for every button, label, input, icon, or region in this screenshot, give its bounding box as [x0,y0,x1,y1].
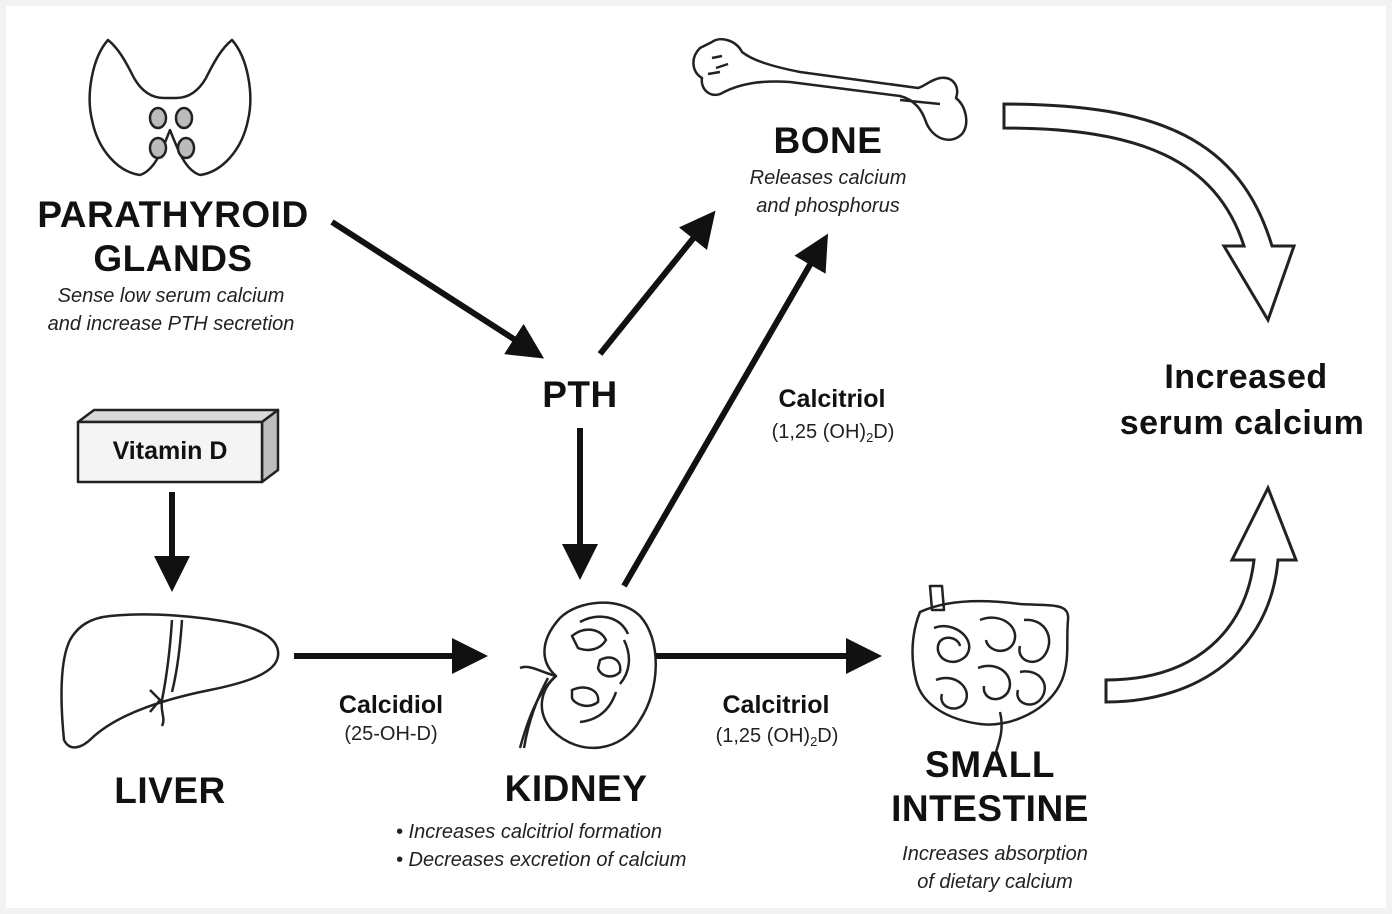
intestine-note-line1: Increases absorption [870,840,1120,868]
parathyroid-note-line2: and increase PTH secretion [6,310,336,338]
parathyroid-title-line1: PARATHYROID [20,192,326,238]
liver-title: LIVER [80,768,260,814]
calcidiol-formula: (25-OH-D) [316,720,466,748]
kidney-title: KIDNEY [476,766,676,812]
parathyroid-title-line2: GLANDS [20,236,326,282]
vitamin-d-label: Vitamin D [78,436,262,466]
bone-title: BONE [740,118,916,164]
intestine-title-line2: INTESTINE [870,786,1110,832]
calcitriol-bone-formula: (1,25 (OH)2D) [738,418,928,452]
bone-note-line1: Releases calcium [710,164,946,192]
outcome-line1: Increased [1108,354,1384,400]
calcitriol-intestine-formula: (1,25 (OH)2D) [682,722,872,756]
calcitriol-intestine-label: Calcitriol [692,690,860,720]
outcome-line2: serum calcium [1100,400,1384,446]
kidney-bullet-2: • Decreases excretion of calcium [396,846,756,874]
intestine-title-line1: SMALL [880,742,1100,788]
pth-label: PTH [520,372,640,418]
intestine-note-line2: of dietary calcium [870,868,1120,896]
calcitriol-bone-label: Calcitriol [748,384,916,414]
parathyroid-note-line1: Sense low serum calcium [6,282,336,310]
calcidiol-label: Calcidiol [316,690,466,720]
bone-note-line2: and phosphorus [710,192,946,220]
kidney-bullet-1: • Increases calcitriol formation [396,818,756,846]
